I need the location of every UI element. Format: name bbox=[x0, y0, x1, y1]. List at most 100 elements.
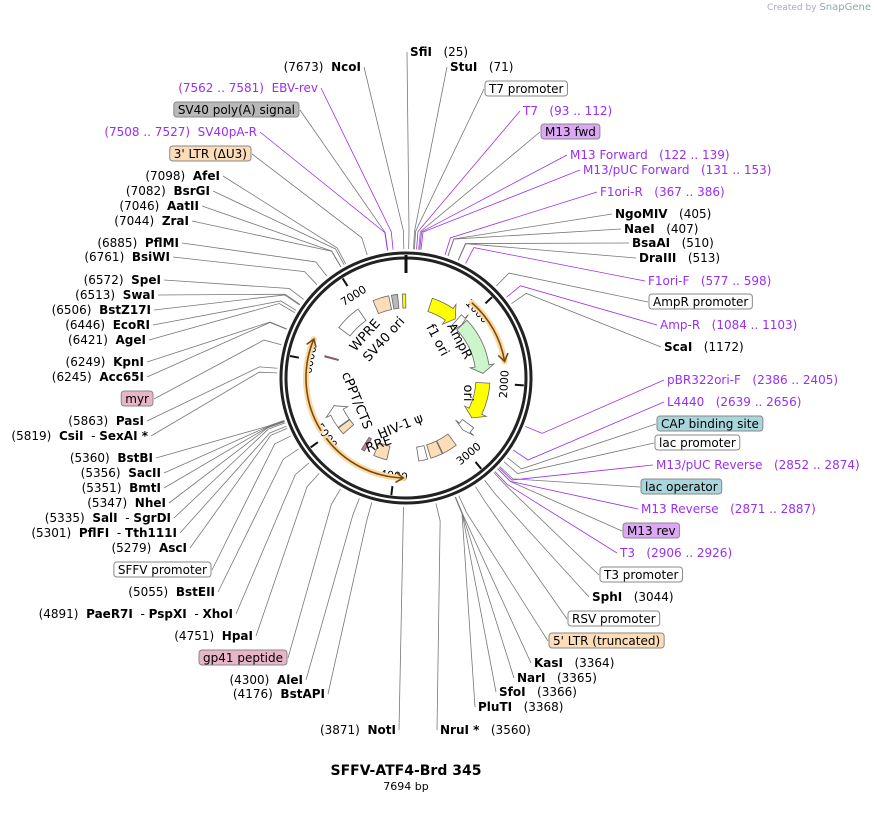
site-bsiwi[interactable]: (6761) BsiWI bbox=[84, 250, 170, 264]
site-zrai[interactable]: (7044) ZraI bbox=[114, 214, 189, 228]
feature-m13-rev[interactable]: M13 rev bbox=[622, 522, 681, 539]
site-hpai[interactable]: (4751) HpaI bbox=[174, 629, 253, 643]
site-stui[interactable]: StuI (71) bbox=[450, 60, 513, 74]
site-pluti[interactable]: PluTI (3368) bbox=[478, 700, 563, 714]
site-bsrgi[interactable]: (7082) BsrGI bbox=[126, 184, 210, 198]
feature-ampr-promoter[interactable] bbox=[451, 314, 469, 332]
feature-lac-promoter[interactable]: lac promoter bbox=[654, 434, 741, 451]
site-bsteii[interactable]: (5055) BstEII bbox=[128, 585, 215, 599]
primer-m13-forward[interactable]: M13 Forward (122 .. 139) bbox=[570, 148, 730, 162]
site-afei[interactable]: (7098) AfeI bbox=[145, 169, 220, 183]
site-ecori[interactable]: (6446) EcoRI bbox=[65, 318, 150, 332]
feature-3-ltr-u3-[interactable] bbox=[372, 295, 393, 315]
label-part: (577 .. 598) bbox=[701, 274, 771, 288]
site-bstbi[interactable]: (5360) BstBI bbox=[70, 451, 153, 465]
site-draiii[interactable]: DraIII (513) bbox=[639, 251, 720, 265]
primer-pbr322ori-f[interactable]: pBR322ori-F (2386 .. 2405) bbox=[667, 373, 838, 387]
site-nhei[interactable]: (5347) NheI bbox=[87, 496, 166, 510]
label-part: (6245) bbox=[52, 370, 92, 384]
site-sphi[interactable]: SphI (3044) bbox=[592, 590, 674, 604]
enzyme-name: KpnI bbox=[113, 355, 144, 369]
site-noti[interactable]: (3871) NotI bbox=[320, 723, 396, 737]
enzyme-name: AfeI bbox=[193, 169, 220, 183]
primer-f1ori-r[interactable]: F1ori-R (367 .. 386) bbox=[600, 185, 725, 199]
site-bstapi[interactable]: (4176) BstAPI bbox=[233, 687, 325, 701]
site-spei[interactable]: (6572) SpeI bbox=[84, 273, 161, 287]
feature-sffv-promoter[interactable]: SFFV promoter bbox=[113, 561, 212, 578]
label-text: NaeI (407) bbox=[624, 222, 698, 236]
feature-ori[interactable] bbox=[463, 381, 491, 419]
feature-m13-fwd[interactable]: M13 fwd bbox=[540, 123, 601, 140]
label-text: ScaI (1172) bbox=[664, 340, 744, 354]
site-aatii[interactable]: (7046) AatII bbox=[119, 199, 199, 213]
site-csii[interactable]: (5819) CsiI - SexAI * bbox=[11, 429, 148, 443]
feature-t3-promoter[interactable]: T3 promoter bbox=[599, 566, 683, 583]
feature-ampr[interactable] bbox=[456, 319, 496, 374]
primer-l4440[interactable]: L4440 (2639 .. 2656) bbox=[667, 395, 801, 409]
feature-rre[interactable] bbox=[373, 442, 391, 461]
site-ncoi[interactable]: (7673) NcoI bbox=[284, 60, 361, 74]
feature-sv40-poly-a-signal[interactable]: SV40 poly(A) signal bbox=[173, 101, 300, 118]
feature-wpre[interactable] bbox=[338, 308, 367, 337]
orf-arrow[interactable] bbox=[305, 338, 322, 432]
site-pflfi[interactable]: (5301) PflFI - Tth111I bbox=[31, 526, 177, 540]
feature-sffv-promoter[interactable] bbox=[325, 405, 350, 428]
primer-ebv-rev[interactable]: (7562 .. 7581) EBV-rev bbox=[178, 81, 318, 95]
feature-sv40-poly-a-signal[interactable] bbox=[390, 293, 400, 310]
feature-lac-operator[interactable]: lac operator bbox=[640, 478, 723, 495]
site-bmti[interactable]: (5351) BmtI bbox=[82, 481, 161, 495]
site-pflmi[interactable]: (6885) PflMI bbox=[97, 236, 179, 250]
site-scai[interactable]: ScaI (1172) bbox=[664, 340, 744, 354]
feature-rsv-promoter[interactable]: RSV promoter bbox=[567, 610, 661, 627]
feature-5-ltr-truncated[interactable]: 5' LTR (truncated) bbox=[548, 632, 665, 649]
site-acc65i[interactable]: (6245) Acc65I bbox=[52, 370, 144, 384]
site-asci[interactable]: (5279) AscI bbox=[111, 541, 187, 555]
feature-ampr-promoter[interactable]: AmpR promoter bbox=[648, 293, 753, 310]
leader-line bbox=[168, 421, 285, 504]
primer-m13-reverse[interactable]: M13 Reverse (2871 .. 2887) bbox=[641, 502, 816, 516]
feature-myr[interactable] bbox=[324, 355, 340, 361]
feature-myr[interactable]: myr bbox=[120, 390, 154, 407]
primer-m13-puc-reverse[interactable]: M13/pUC Reverse (2852 .. 2874) bbox=[656, 458, 860, 472]
site-sfii[interactable]: SfiI (25) bbox=[410, 45, 468, 59]
site-sali[interactable]: (5335) SalI - SgrDI bbox=[45, 511, 171, 525]
primer-amp-r[interactable]: Amp-R (1084 .. 1103) bbox=[660, 318, 797, 332]
site-sfoi[interactable]: SfoI (3366) bbox=[499, 685, 577, 699]
primer-m13-puc-forward[interactable]: M13/pUC Forward (131 .. 153) bbox=[583, 163, 771, 177]
site-alei[interactable]: (4300) AleI bbox=[229, 673, 303, 687]
feature-hiv-1-[interactable] bbox=[416, 445, 428, 462]
site-agei[interactable]: (6421) AgeI bbox=[68, 333, 146, 347]
primer-t3[interactable]: T3 (2906 .. 2926) bbox=[619, 546, 732, 560]
feature-3-ltr-u3[interactable]: 3' LTR (ΔU3) bbox=[169, 145, 252, 162]
site-kpni[interactable]: (6249) KpnI bbox=[66, 355, 144, 369]
site-bsaai[interactable]: BsaAI (510) bbox=[632, 236, 714, 250]
label-part: M13 fwd bbox=[545, 125, 596, 139]
feature-cap-binding-site[interactable]: CAP binding site bbox=[656, 415, 764, 432]
site-bstz17i[interactable]: (6506) BstZ17I bbox=[52, 303, 151, 317]
primer-t7[interactable]: T7 (93 .. 112) bbox=[522, 104, 612, 118]
site-kasi[interactable]: KasI (3364) bbox=[534, 656, 614, 670]
primer-sv40pa-r[interactable]: (7508 .. 7527) SV40pA-R bbox=[104, 125, 257, 139]
feature-sv40-ori[interactable] bbox=[401, 293, 407, 309]
orf-arrow[interactable] bbox=[325, 437, 404, 479]
site-pasi[interactable]: (5863) PasI bbox=[68, 414, 144, 428]
site-naei[interactable]: NaeI (407) bbox=[624, 222, 698, 236]
site-nari[interactable]: NarI (3365) bbox=[517, 671, 597, 685]
primer-f1ori-f[interactable]: F1ori-F (577 .. 598) bbox=[648, 274, 771, 288]
site-sacii[interactable]: (5356) SacII bbox=[81, 466, 161, 480]
feature-rsv-promoter[interactable] bbox=[436, 433, 457, 454]
feature-cppt-cts[interactable] bbox=[337, 419, 355, 435]
site-swai[interactable]: (6513) SwaI bbox=[75, 288, 155, 302]
feature-t7-promoter[interactable]: T7 promoter bbox=[484, 80, 568, 97]
site-paer7i[interactable]: (4891) PaeR7I - PspXI - XhoI bbox=[39, 607, 233, 621]
feature-gp41-peptide[interactable]: gp41 peptide bbox=[198, 649, 288, 666]
feature-gp41-peptide[interactable] bbox=[360, 436, 372, 452]
label-text: SphI (3044) bbox=[592, 590, 674, 604]
label-part: (1084 .. 1103) bbox=[712, 318, 798, 332]
feature-f1-ori[interactable] bbox=[427, 297, 457, 326]
site-nrui[interactable]: NruI * (3560) bbox=[440, 723, 531, 737]
feature-5-ltr-truncated-[interactable] bbox=[426, 440, 443, 459]
feature-lac-promoter[interactable] bbox=[455, 418, 475, 436]
site-ngomiv[interactable]: NgoMIV (405) bbox=[615, 207, 711, 221]
orf-arrow[interactable] bbox=[471, 302, 506, 362]
